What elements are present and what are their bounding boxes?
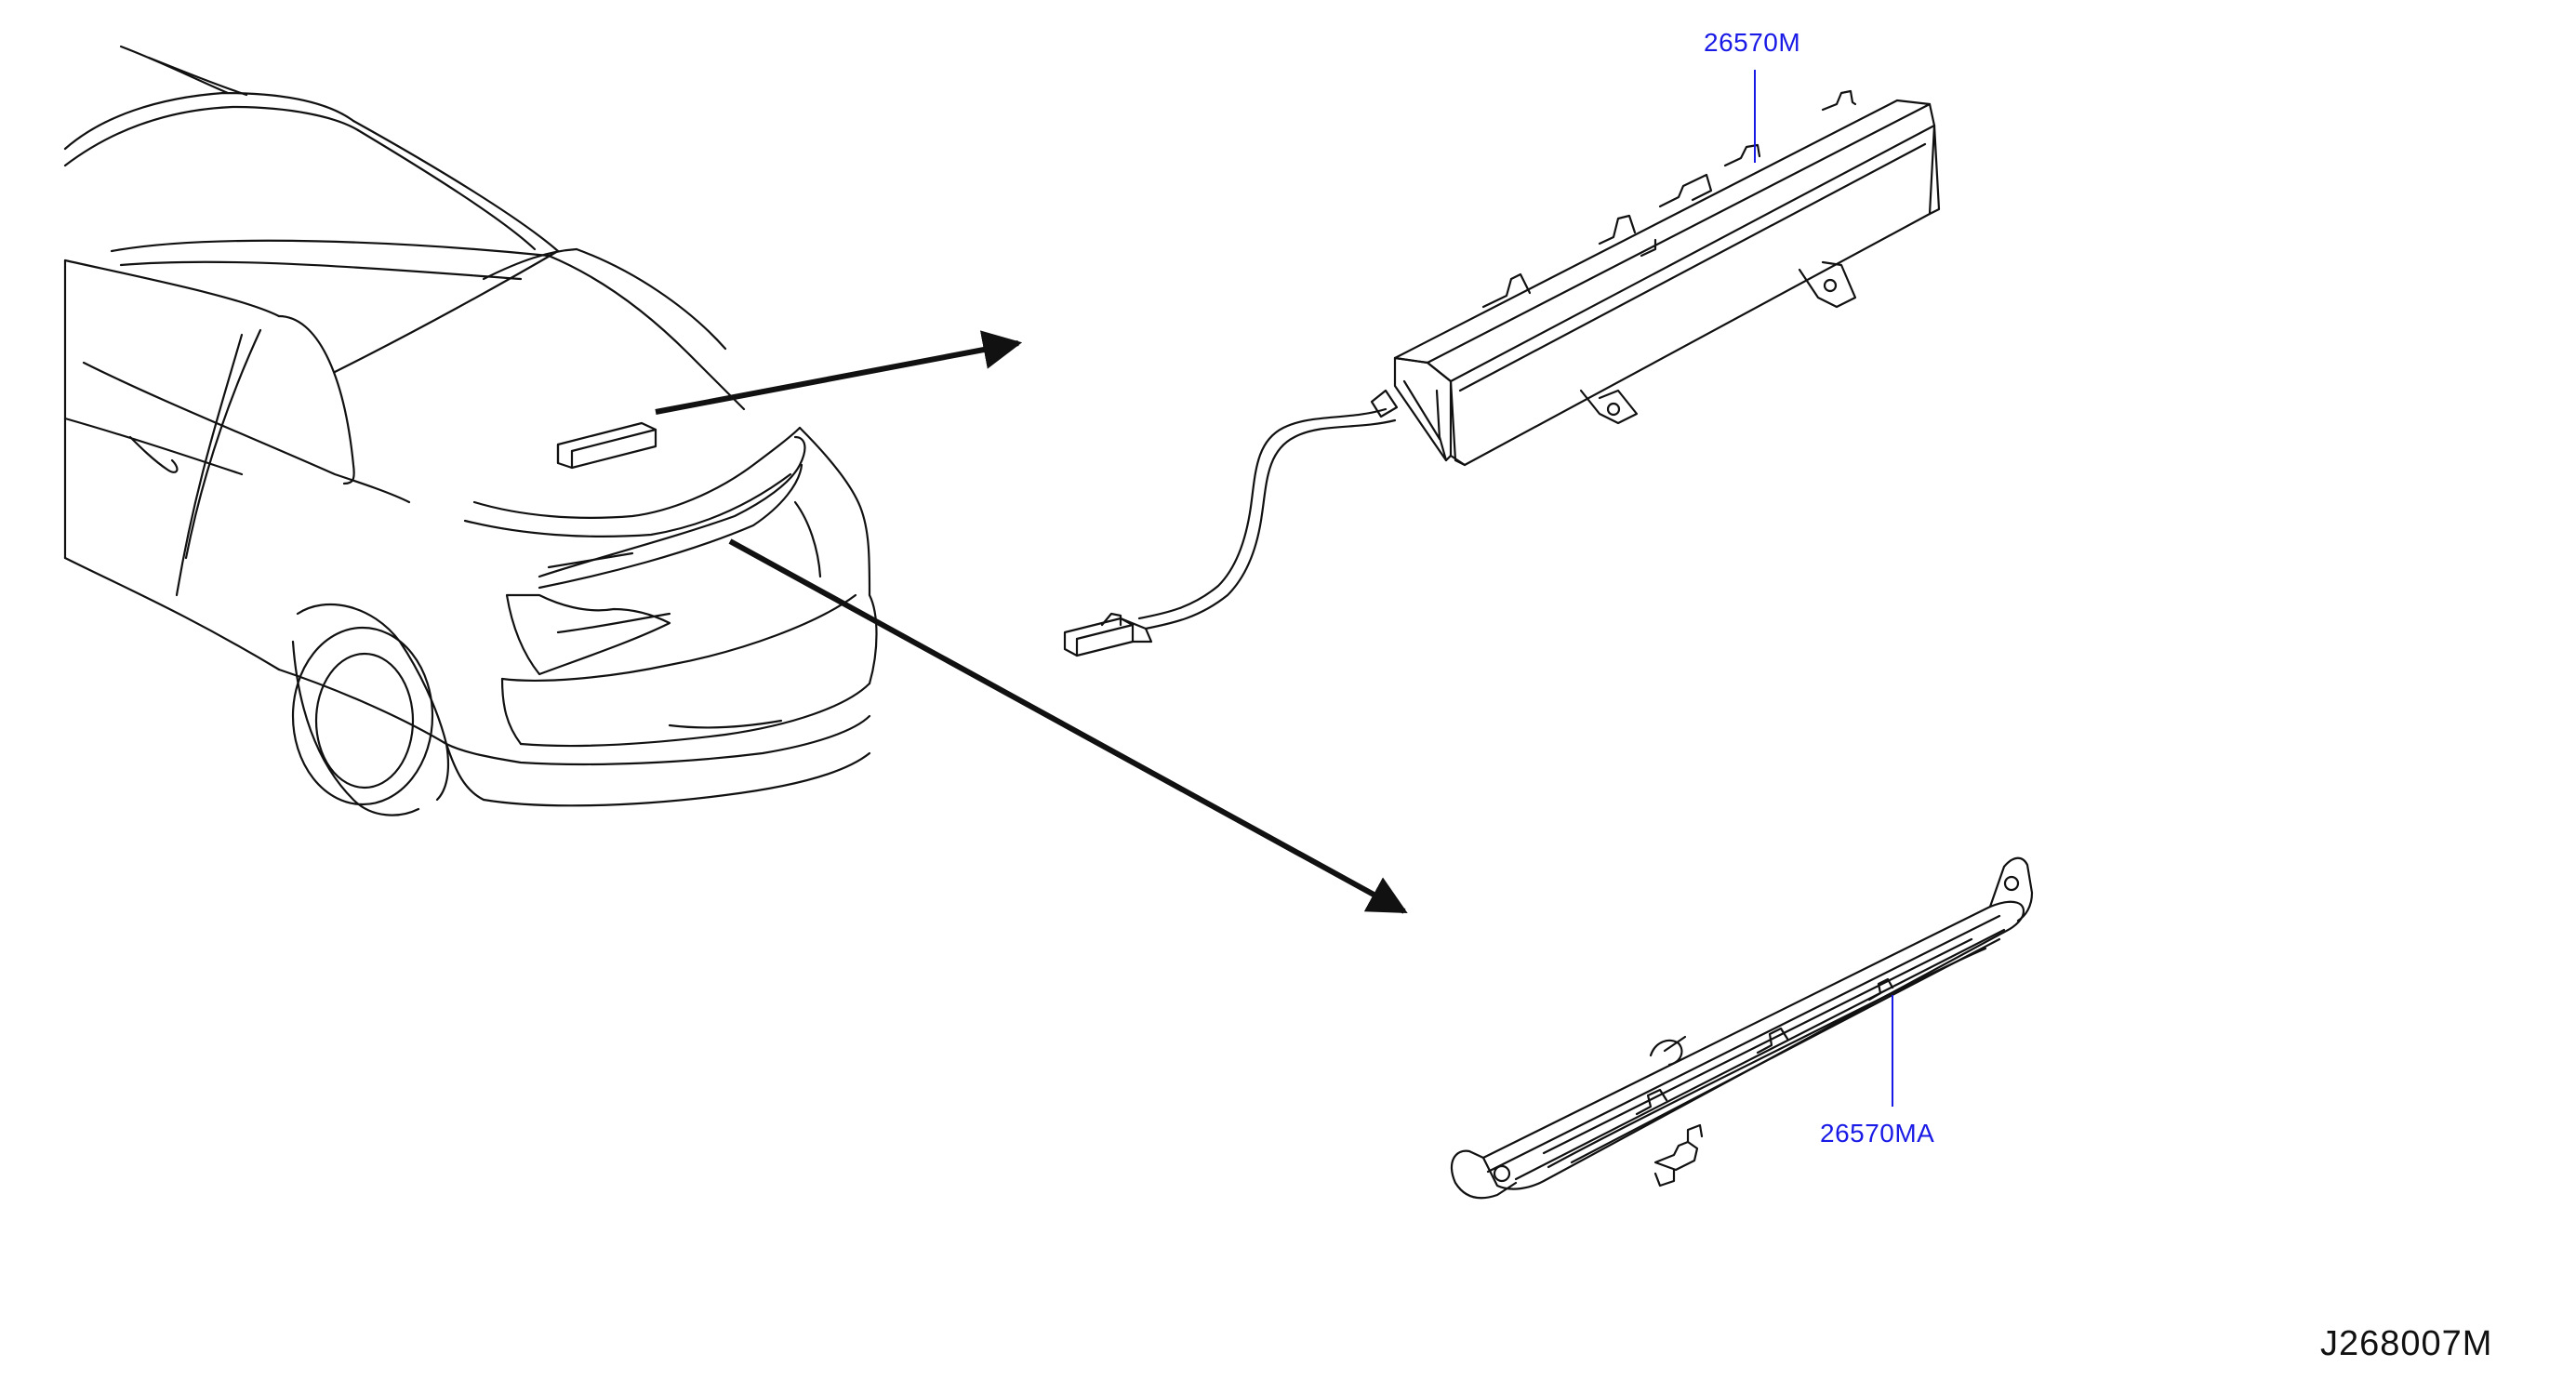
callout-leaders bbox=[1754, 70, 1893, 1107]
diagram-reference-id: J268007M bbox=[2320, 1324, 2493, 1363]
high-mount-stop-lamp-assembly-illustration bbox=[1063, 89, 1941, 657]
part-callout-26570M[interactable]: 26570M bbox=[1704, 28, 1801, 57]
arrow-to-lower-lamp bbox=[728, 538, 1408, 914]
car-rear-view bbox=[63, 45, 878, 816]
part-callout-26570MA[interactable]: 26570MA bbox=[1820, 1119, 1935, 1148]
pointer-arrows bbox=[655, 330, 1408, 914]
spoiler-stop-lamp-strip-illustration bbox=[1450, 856, 2034, 1200]
arrow-to-upper-lamp bbox=[655, 330, 1023, 415]
